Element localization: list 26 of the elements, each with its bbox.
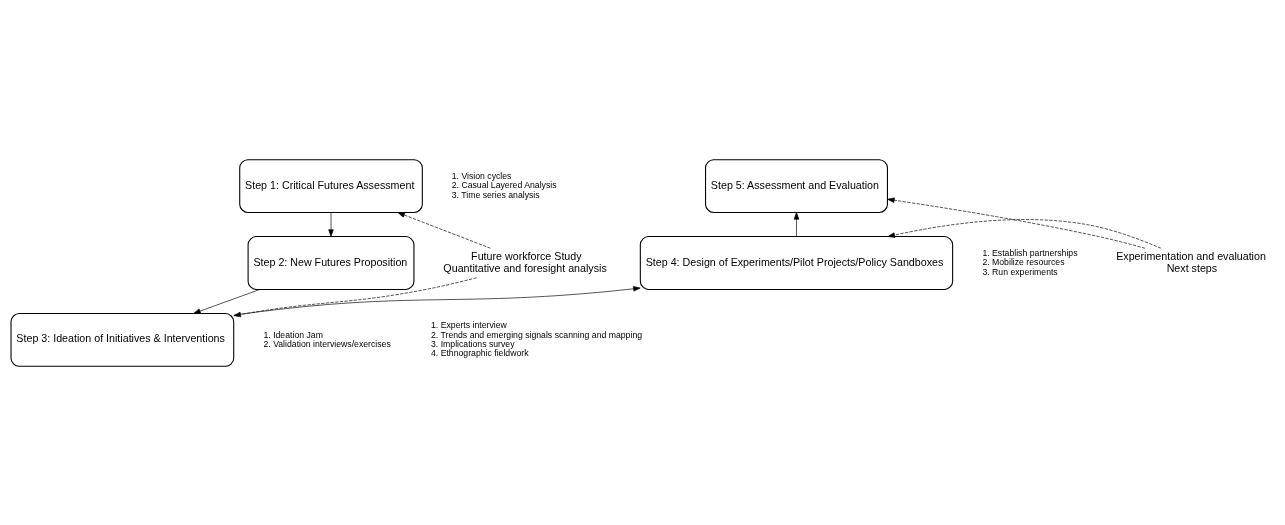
node-text: Experimentation and evaluation Next steps xyxy=(1116,249,1266,274)
node-label: 3. Time series analysis xyxy=(451,189,540,200)
node-box: Step 2: New Futures Proposition xyxy=(247,235,415,290)
node-box: Step 3: Ideation of Initiatives & Interventions xyxy=(10,312,235,367)
node-box: Step 4: Design of Experiments/Pilot Projects/Policy Sandboxes xyxy=(639,235,954,290)
label: 1. Experts interview xyxy=(431,319,507,330)
node-label: 1. Establish partnerships xyxy=(982,247,1078,258)
node-label: 1. Ideation Jam xyxy=(263,329,323,339)
node-label: 2. Casual Layered Analysis xyxy=(451,179,557,190)
arrow xyxy=(193,288,261,314)
node-label: 1. Vision cycles xyxy=(451,170,512,181)
arrow xyxy=(397,211,491,249)
node-label: 3. Run experiments xyxy=(982,266,1058,277)
arrow xyxy=(793,211,800,237)
arrow xyxy=(328,211,334,237)
arrow xyxy=(233,276,477,317)
node-box: Step 1: Critical Futures Assessment xyxy=(239,158,423,213)
label: 4. Ethnographic fieldwork xyxy=(431,347,529,358)
label: 2. Trends and emerging signals scanning and mapping xyxy=(431,329,643,339)
arrow xyxy=(887,197,1146,249)
node-label: 2. Mobilize resources xyxy=(982,256,1065,267)
arrow xyxy=(887,218,1162,249)
node-label: 2. Validation interviews/exercises xyxy=(263,338,391,349)
node-text: Future workforce Study Quantitative and foresight analysis xyxy=(443,249,607,274)
node-box: Step 5: Assessment and Evaluation xyxy=(705,158,888,213)
arrow xyxy=(233,285,641,316)
